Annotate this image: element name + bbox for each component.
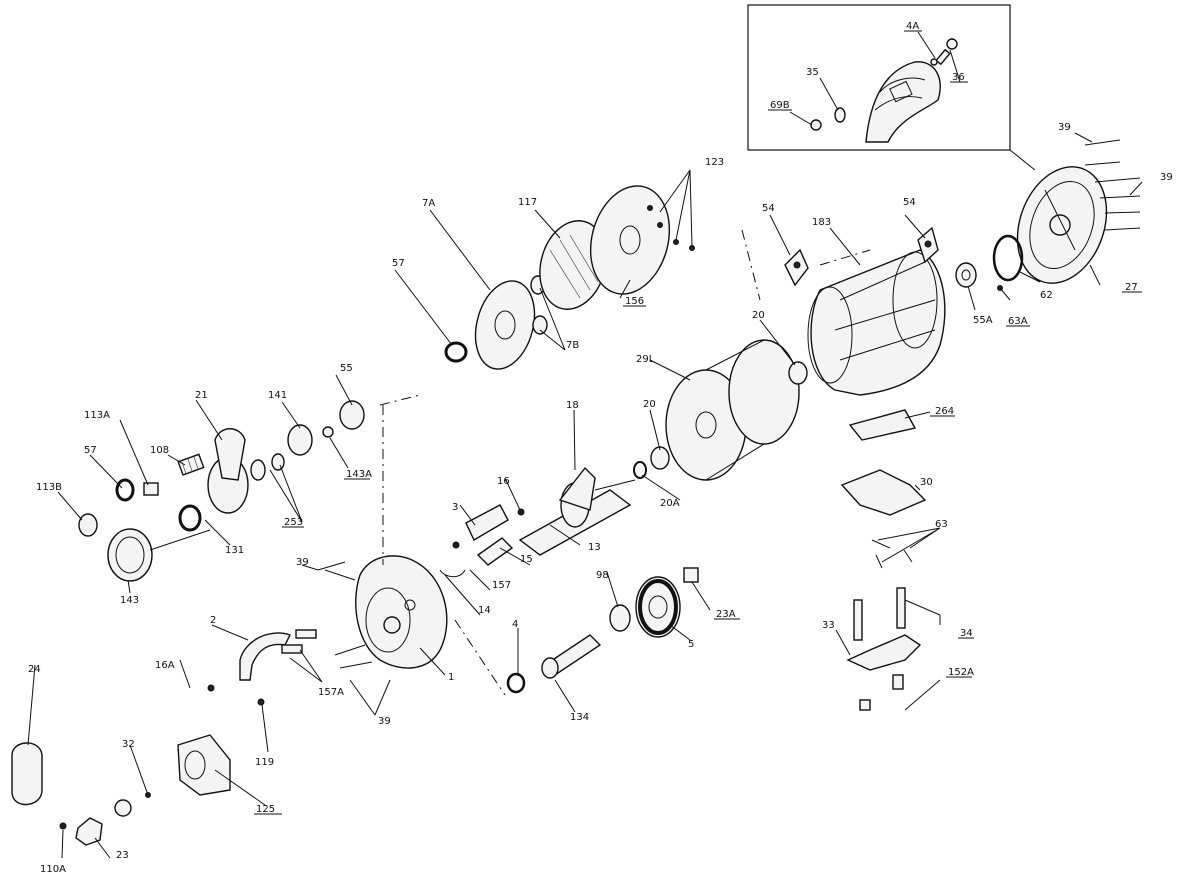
label-123: 123: [705, 157, 724, 168]
label-62: 62: [1040, 290, 1053, 301]
label-34: 34: [960, 628, 973, 639]
label-24: 24: [28, 664, 41, 675]
label-54: 54: [762, 203, 775, 214]
label-20A: 20A: [660, 498, 680, 509]
mid-parts: [439, 504, 699, 694]
label-36: 36: [952, 72, 965, 83]
label-69B: 69B: [770, 100, 790, 111]
label-7B: 7B: [566, 340, 579, 351]
label-23: 23: [116, 850, 129, 861]
label-264: 264: [935, 406, 954, 417]
label-1: 1: [448, 672, 454, 683]
label-253: 253: [284, 517, 303, 528]
label-55A: 55A: [973, 315, 993, 326]
label-33: 33: [822, 620, 835, 631]
label-57: 57: [392, 258, 405, 269]
label-39: 39: [296, 557, 309, 568]
label-16: 16: [497, 476, 510, 487]
label-3: 3: [452, 502, 458, 513]
label-13: 13: [588, 542, 601, 553]
side-plate-1: [324, 555, 448, 669]
label-39: 39: [1058, 122, 1071, 133]
inset-detail-box: [747, 4, 1036, 171]
label-4A: 4A: [906, 21, 919, 32]
label-5: 5: [688, 639, 694, 650]
label-18: 18: [566, 400, 579, 411]
label-134: 134: [570, 712, 589, 723]
label-119: 119: [255, 757, 274, 768]
assembly-axis-lines: [379, 229, 871, 696]
label-156: 156: [625, 296, 644, 307]
label-55: 55: [340, 363, 353, 374]
label-4: 4: [512, 619, 518, 630]
label-152A: 152A: [948, 667, 974, 678]
label-16A: 16A: [155, 660, 175, 671]
label-63: 63: [935, 519, 948, 530]
leader-lines: [27, 31, 1143, 859]
label-157: 157: [492, 580, 511, 591]
label-underlines: [254, 30, 1142, 815]
label-54: 54: [903, 197, 916, 208]
handle-assembly: [78, 400, 365, 582]
part-labels: 4A 35 36 69B 39 39 27 62 63A 55A 54 54 1…: [28, 21, 1173, 875]
label-30: 30: [920, 477, 933, 488]
frame-183: [784, 226, 946, 711]
label-15: 15: [520, 554, 533, 565]
label-39: 39: [378, 716, 391, 727]
label-125: 125: [256, 804, 275, 815]
label-20: 20: [643, 399, 656, 410]
label-20: 20: [752, 310, 765, 321]
label-7A: 7A: [422, 198, 435, 209]
label-143A: 143A: [346, 469, 372, 480]
label-113B: 113B: [36, 482, 62, 493]
label-183: 183: [812, 217, 831, 228]
label-98: 98: [596, 570, 609, 581]
label-39: 39: [1160, 172, 1173, 183]
label-143: 143: [120, 595, 139, 606]
main-gear-shaft: [518, 466, 636, 556]
label-14: 14: [478, 605, 491, 616]
label-141: 141: [268, 390, 287, 401]
label-157A: 157A: [318, 687, 344, 698]
side-plate-27: [955, 139, 1141, 291]
label-117: 117: [518, 197, 537, 208]
label-27: 27: [1125, 282, 1138, 293]
label-110A: 110A: [40, 864, 66, 875]
label-63A: 63A: [1008, 316, 1028, 327]
drag-plates: [444, 185, 695, 370]
label-57: 57: [84, 445, 97, 456]
spool-29L: [633, 339, 808, 481]
label-29L: 29L: [636, 354, 655, 365]
label-32: 32: [122, 739, 135, 750]
label-21: 21: [195, 390, 208, 401]
label-2: 2: [210, 615, 216, 626]
label-113A: 113A: [84, 410, 110, 421]
label-131: 131: [225, 545, 244, 556]
label-35: 35: [806, 67, 819, 78]
label-23A: 23A: [716, 609, 736, 620]
label-108: 108: [150, 445, 169, 456]
